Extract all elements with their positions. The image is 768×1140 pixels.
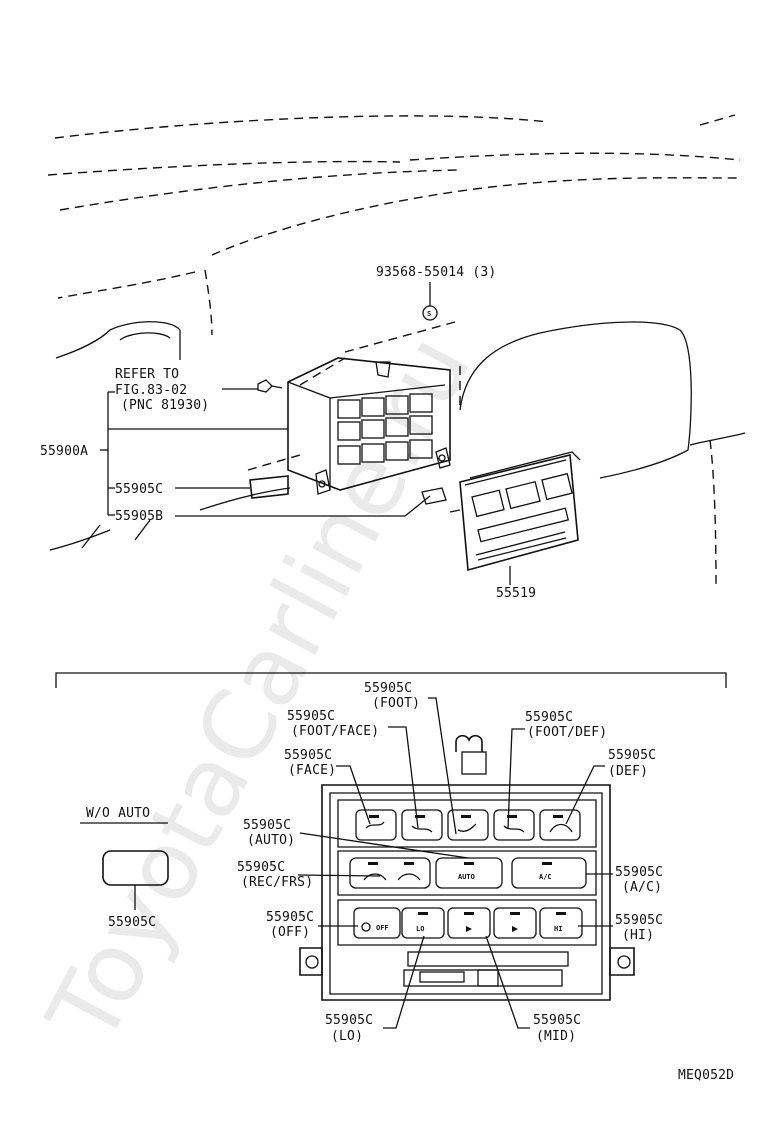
- foot-def-icon: [503, 825, 525, 833]
- callout-auto-desc: (AUTO): [247, 833, 295, 848]
- bolt-part-label: 93568-55014 (3): [376, 265, 496, 280]
- off-button-text: OFF: [376, 924, 389, 932]
- callout-def-leader: [565, 765, 605, 825]
- callout-face-part: 55905C: [284, 748, 332, 763]
- fresh-air-icon: [397, 873, 421, 881]
- foot-face-icon: [411, 825, 433, 833]
- assembly-part-label: 55900A: [40, 444, 88, 459]
- w-o-auto-label: W/O AUTO: [86, 806, 150, 821]
- hi-button-text: HI: [554, 925, 562, 933]
- callout-lo-desc: (LO): [331, 1029, 363, 1044]
- screw-icon: [257, 379, 283, 393]
- auto-button-text: AUTO: [458, 873, 475, 881]
- callout-foot-face-leader: [388, 726, 419, 829]
- trim-panel: [449, 451, 581, 572]
- mode-buttons-row: [355, 809, 581, 841]
- knob-b-leader: [175, 495, 431, 517]
- defrost-icon: [549, 823, 573, 833]
- hi-button: [539, 907, 583, 939]
- foot-def-button: [493, 809, 535, 841]
- rec-frs-button: [349, 857, 431, 889]
- heater-control-unit: [247, 321, 456, 495]
- callout-foot-def-desc: (FOOT/DEF): [527, 725, 607, 740]
- callout-lo-leader: [383, 935, 425, 1029]
- knob-part-shape: [249, 475, 289, 499]
- callout-ac-part: 55905C: [615, 865, 663, 880]
- face-button: [355, 809, 397, 841]
- callout-foot-def-leader: [507, 728, 525, 829]
- callout-auto-leader: [299, 832, 469, 859]
- lo-button-text: LO: [416, 925, 424, 933]
- callout-foot-leader: [428, 697, 457, 835]
- callout-rec-frs-leader: [297, 874, 381, 877]
- ac-button-text: A/C: [539, 873, 552, 881]
- callout-foot-part: 55905C: [364, 681, 412, 696]
- ac-button: [511, 857, 587, 889]
- diagram-code: MEQ052D: [678, 1068, 734, 1083]
- callout-foot-def-part: 55905C: [525, 710, 573, 725]
- foot-icon: [457, 823, 477, 832]
- fan-icon: [361, 922, 371, 932]
- fan-buttons-row: OFF LO HI: [353, 907, 583, 939]
- callout-foot-face-desc: (FOOT/FACE): [291, 724, 379, 739]
- control-panel-front: [299, 734, 635, 1001]
- def-button: [539, 809, 581, 841]
- off-button: [353, 907, 401, 939]
- panel-part-label: 55519: [496, 586, 536, 601]
- foot-face-button: [401, 809, 443, 841]
- callout-mid-part: 55905C: [533, 1013, 581, 1028]
- w-o-auto-part-label: 55905C: [108, 915, 156, 930]
- callout-hi-desc: (HI): [622, 928, 654, 943]
- recirculate-icon: [363, 873, 387, 881]
- callout-off-desc: (OFF): [270, 925, 310, 940]
- callout-hi-part: 55905C: [615, 913, 663, 928]
- knob-part-label: 55905C: [115, 482, 163, 497]
- refer-to-line2: FIG.83-02: [115, 383, 187, 398]
- knob-b-part-shape: [421, 487, 447, 505]
- callout-rec-frs-desc: (REC/FRS): [241, 875, 313, 890]
- callout-face-desc: (FACE): [288, 763, 336, 778]
- middle-buttons-row: AUTO A/C: [349, 857, 587, 889]
- mid-button-1: [447, 907, 491, 939]
- callout-mid-leader: [485, 935, 530, 1029]
- mid-button-2: [493, 907, 537, 939]
- callout-mid-desc: (MID): [536, 1029, 576, 1044]
- refer-to-line1: REFER TO: [115, 367, 179, 382]
- callout-off-part: 55905C: [266, 910, 314, 925]
- callout-auto-part: 55905C: [243, 818, 291, 833]
- callout-face-leader: [336, 765, 371, 825]
- unit-buttons: [337, 393, 433, 465]
- callout-foot-face-part: 55905C: [287, 709, 335, 724]
- auto-button: [435, 857, 503, 889]
- lower-frame: [55, 672, 727, 688]
- callout-foot-desc: (FOOT): [372, 696, 420, 711]
- mid-indicator-icon-2: [512, 926, 518, 932]
- foot-button: [447, 809, 489, 841]
- knob-b-part-label: 55905B: [115, 509, 163, 524]
- callout-def-desc: (DEF): [608, 764, 648, 779]
- mid-indicator-icon: [466, 926, 472, 932]
- bolt-marker-letter: S: [427, 310, 431, 318]
- bolt-marker-circle: [422, 305, 438, 321]
- callout-lo-part: 55905C: [325, 1013, 373, 1028]
- face-icon: [365, 821, 385, 829]
- dashboard-outline: [47, 114, 746, 586]
- callout-rec-frs-part: 55905C: [237, 860, 285, 875]
- callout-ac-desc: (A/C): [622, 880, 662, 895]
- callout-def-part: 55905C: [608, 748, 656, 763]
- refer-to-line3: (PNC 81930): [121, 398, 209, 413]
